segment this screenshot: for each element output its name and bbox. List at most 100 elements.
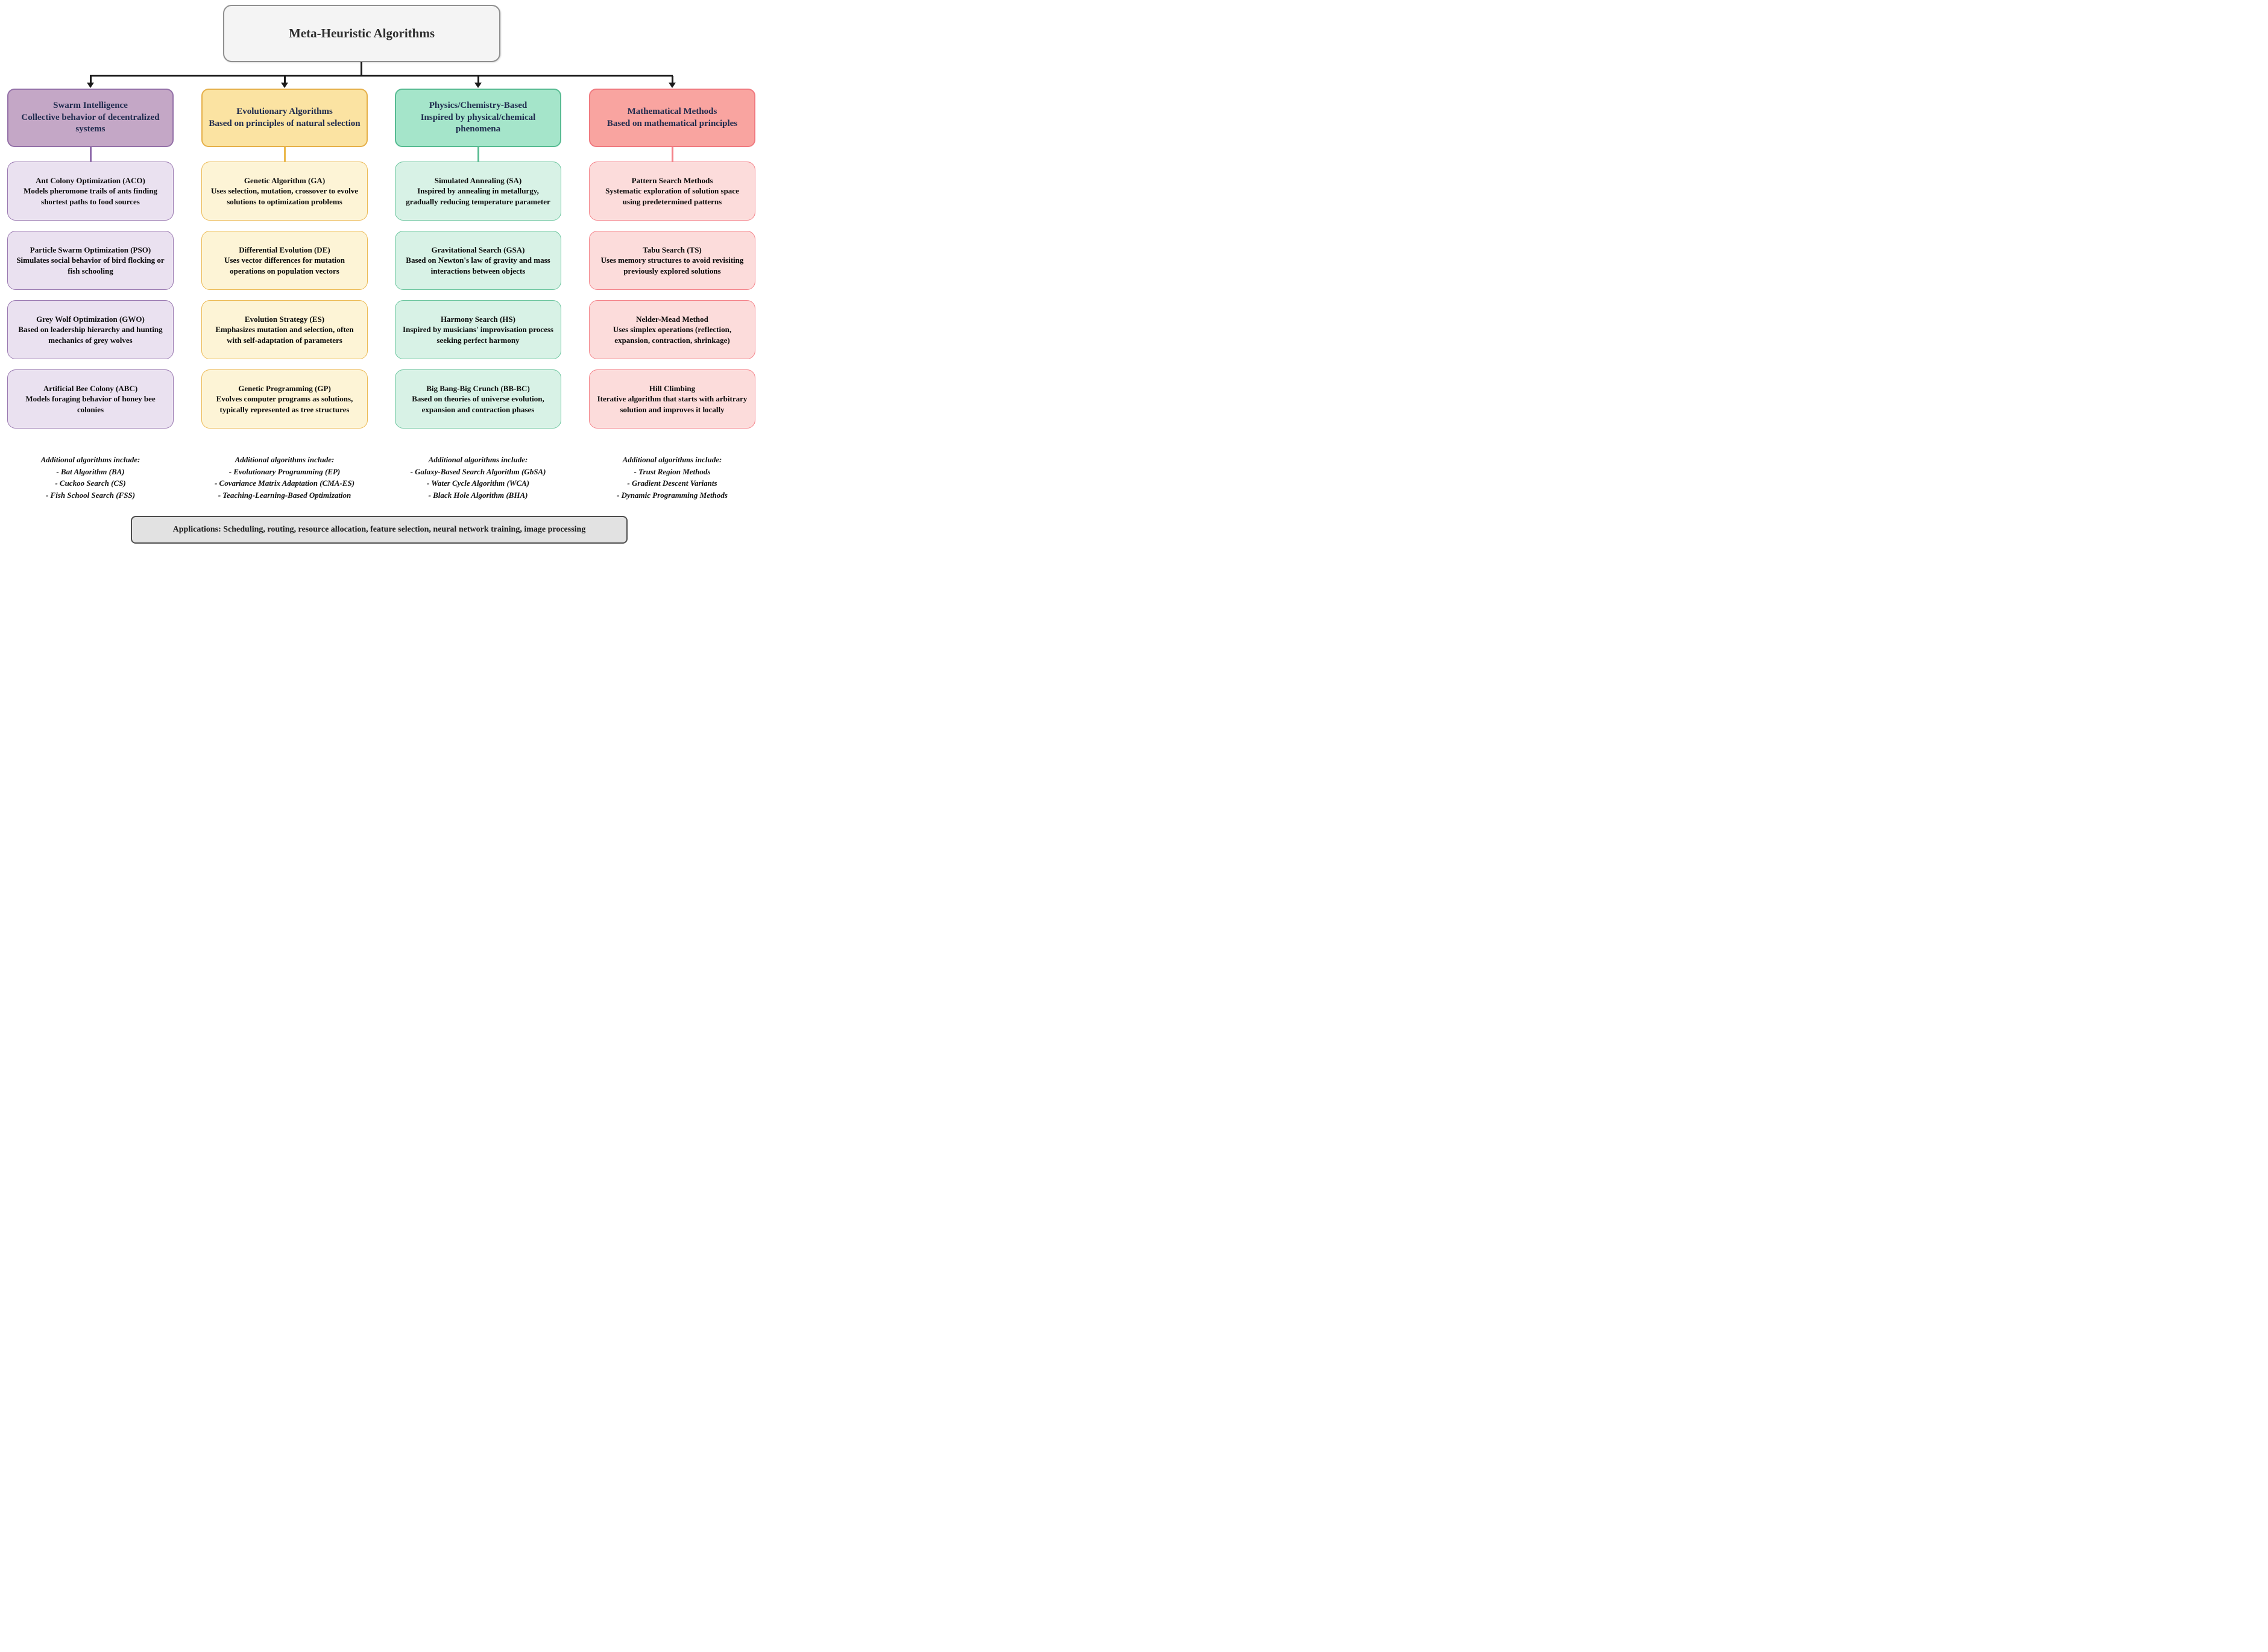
additional-algorithms-physics: Additional algorithms include: - Galaxy-… [395,454,561,501]
additional-item: - Bat Algorithm (BA) [56,466,125,476]
root-node-title: Meta-Heuristic Algorithms [223,5,500,62]
additional-algorithms-evolutionary: Additional algorithms include: - Evoluti… [201,454,368,501]
algorithm-node-bbbc: Big Bang-Big Crunch (BB-BC) Based on the… [395,369,561,429]
column-swarm-intelligence: Swarm Intelligence Collective behavior o… [7,89,174,501]
header-child-connector [283,147,286,162]
algorithm-name: Artificial Bee Colony (ABC) [43,383,138,393]
column-physics-chemistry: Physics/Chemistry-Based Inspired by phys… [395,89,561,501]
algorithm-description: Uses selection, mutation, crossover to e… [211,186,358,206]
algorithm-name: Nelder-Mead Method [636,314,708,324]
category-title: Evolutionary Algorithms [236,106,333,116]
algorithm-node-nelder-mead: Nelder-Mead Method Uses simplex operatio… [589,300,755,359]
algorithm-name: Differential Evolution (DE) [239,245,330,254]
category-title: Swarm Intelligence [53,100,128,110]
algorithm-description: Uses simplex operations (reflection, exp… [613,325,732,345]
category-title: Mathematical Methods [627,106,717,116]
algorithm-description: Simulates social behavior of bird flocki… [16,256,165,275]
root-connector-line [361,62,362,75]
algorithm-name: Big Bang-Big Crunch (BB-BC) [426,383,530,393]
algorithm-name: Ant Colony Optimization (ACO) [36,175,145,185]
arrowhead-evolutionary-icon [281,83,288,88]
algorithm-node-es: Evolution Strategy (ES) Emphasizes mutat… [201,300,368,359]
additional-item: - Galaxy-Based Search Algorithm (GbSA) [410,466,546,476]
algorithm-description: Uses vector differences for mutation ope… [224,256,345,275]
additional-item: - Teaching-Learning-Based Optimization [218,490,351,500]
algorithm-node-ga: Genetic Algorithm (GA) Uses selection, m… [201,162,368,221]
algorithm-name: Gravitational Search (GSA) [431,245,525,254]
algorithm-node-gp: Genetic Programming (GP) Evolves compute… [201,369,368,429]
applications-text: Applications: Scheduling, routing, resou… [172,525,586,534]
additional-heading: Additional algorithms include: [428,455,528,464]
algorithm-name: Grey Wolf Optimization (GWO) [36,314,145,324]
algorithm-node-aco: Ant Colony Optimization (ACO) Models phe… [7,162,174,221]
algorithm-node-sa: Simulated Annealing (SA) Inspired by ann… [395,162,561,221]
branch-stem-physics [477,76,479,83]
algorithm-name: Simulated Annealing (SA) [434,175,522,185]
additional-item: - Covariance Matrix Adaptation (CMA-ES) [214,479,355,488]
additional-item: - Cuckoo Search (CS) [55,479,126,488]
algorithm-name: Evolution Strategy (ES) [244,314,325,324]
additional-item: - Dynamic Programming Methods [617,490,728,500]
diagram-title: Meta-Heuristic Algorithms [288,26,435,40]
additional-item: - Fish School Search (FSS) [45,490,136,500]
algorithm-node-de: Differential Evolution (DE) Uses vector … [201,231,368,290]
applications-banner: Applications: Scheduling, routing, resou… [131,516,628,544]
column-evolutionary-algorithms: Evolutionary Algorithms Based on princip… [201,89,368,501]
algorithm-node-gsa: Gravitational Search (GSA) Based on Newt… [395,231,561,290]
algorithm-description: Iterative algorithm that starts with arb… [597,394,748,414]
additional-algorithms-swarm: Additional algorithms include: - Bat Alg… [7,454,174,501]
branch-stem-evolutionary [284,76,286,83]
category-header-evolutionary: Evolutionary Algorithms Based on princip… [201,89,368,147]
algorithm-description: Inspired by annealing in metallurgy, gra… [406,186,550,206]
arrowhead-physics-icon [474,83,482,88]
header-child-connector [671,147,673,162]
algorithm-description: Inspired by musicians' improvisation pro… [403,325,553,345]
branch-stem-mathematical [672,76,673,83]
algorithm-name: Genetic Programming (GP) [238,383,331,393]
additional-item: - Trust Region Methods [634,466,711,476]
category-subtitle: Based on principles of natural selection [209,118,361,128]
algorithm-name: Genetic Algorithm (GA) [244,175,326,185]
algorithm-description: Models foraging behavior of honey bee co… [25,394,156,414]
arrowhead-swarm-icon [87,83,94,88]
algorithm-description: Based on theories of universe evolution,… [412,394,544,414]
algorithm-name: Particle Swarm Optimization (PSO) [30,245,151,254]
algorithm-node-abc: Artificial Bee Colony (ABC) Models forag… [7,369,174,429]
algorithm-node-pattern-search: Pattern Search Methods Systematic explor… [589,162,755,221]
algorithm-name: Hill Climbing [649,383,696,393]
branch-horizontal-line [90,75,673,77]
category-subtitle: Inspired by physical/chemical phenomena [420,112,536,134]
arrowhead-mathematical-icon [669,83,676,88]
algorithm-description: Models pheromone trails of ants finding … [24,186,157,206]
header-child-connector [89,147,92,162]
additional-item: - Water Cycle Algorithm (WCA) [426,479,530,488]
algorithm-node-tabu-search: Tabu Search (TS) Uses memory structures … [589,231,755,290]
additional-heading: Additional algorithms include: [235,455,335,464]
category-subtitle: Based on mathematical principles [606,118,738,128]
algorithm-node-gwo: Grey Wolf Optimization (GWO) Based on le… [7,300,174,359]
additional-heading: Additional algorithms include: [622,455,722,464]
additional-item: - Black Hole Algorithm (BHA) [428,490,528,500]
algorithm-description: Based on Newton's law of gravity and mas… [406,256,550,275]
category-header-mathematical: Mathematical Methods Based on mathematic… [589,89,755,147]
additional-heading: Additional algorithms include: [40,455,140,464]
additional-item: - Evolutionary Programming (EP) [228,466,341,476]
algorithm-name: Pattern Search Methods [631,175,713,185]
algorithm-name: Harmony Search (HS) [441,314,515,324]
category-header-swarm: Swarm Intelligence Collective behavior o… [7,89,174,147]
category-title: Physics/Chemistry-Based [429,100,528,110]
category-header-physics: Physics/Chemistry-Based Inspired by phys… [395,89,561,147]
branch-stem-swarm [90,76,92,83]
additional-item: - Gradient Descent Variants [627,479,717,488]
algorithm-node-hs: Harmony Search (HS) Inspired by musician… [395,300,561,359]
metaheuristic-taxonomy-diagram: Meta-Heuristic Algorithms Swarm Intellig… [0,0,756,551]
algorithm-node-pso: Particle Swarm Optimization (PSO) Simula… [7,231,174,290]
algorithm-description: Systematic exploration of solution space… [605,186,739,206]
column-mathematical-methods: Mathematical Methods Based on mathematic… [589,89,755,501]
algorithm-name: Tabu Search (TS) [643,245,702,254]
algorithm-node-hill-climbing: Hill Climbing Iterative algorithm that s… [589,369,755,429]
algorithm-description: Emphasizes mutation and selection, often… [215,325,354,345]
algorithm-description: Uses memory structures to avoid revisiti… [600,256,744,275]
additional-algorithms-mathematical: Additional algorithms include: - Trust R… [589,454,755,501]
algorithm-description: Evolves computer programs as solutions, … [216,394,353,414]
